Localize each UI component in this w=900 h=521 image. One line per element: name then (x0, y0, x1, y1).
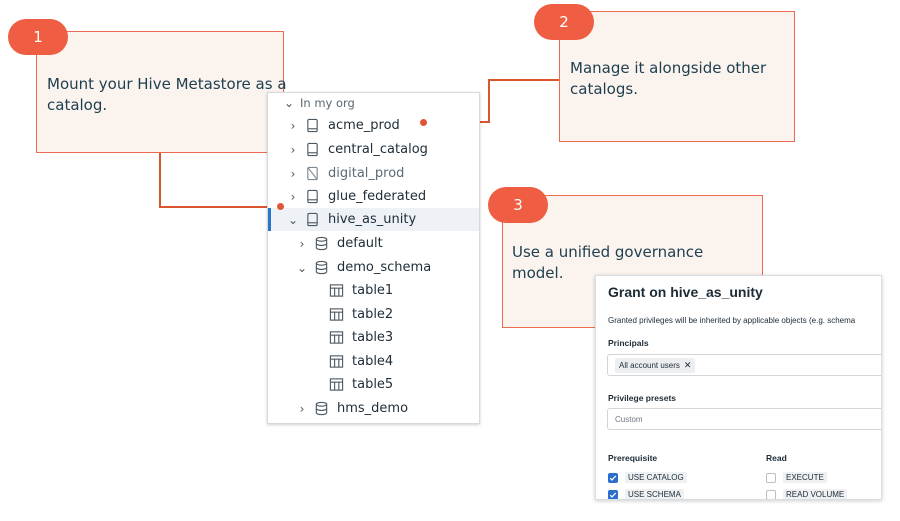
close-icon[interactable]: ✕ (683, 359, 692, 370)
tree-item-label: table4 (352, 354, 394, 369)
connector-2-horizontal-top (489, 79, 560, 81)
tree-item-hive-as-unity[interactable]: ⌄ hive_as_unity (268, 208, 479, 231)
read-label: Read (766, 453, 787, 463)
principals-label: Principals (608, 338, 649, 348)
table-icon (328, 283, 344, 299)
catalog-icon (304, 189, 320, 205)
checkbox-label: EXECUTE (783, 472, 827, 483)
tree-item-label: hive_as_unity (328, 212, 417, 227)
checkbox-label: READ VOLUME (783, 489, 848, 499)
catalog-disabled-icon (304, 166, 320, 182)
checkbox-checked-icon (608, 489, 618, 499)
chevron-right-icon: › (299, 236, 305, 251)
callout-2-box (559, 11, 795, 142)
privilege-presets-select[interactable]: Custom (607, 408, 881, 430)
tree-item-label: table2 (352, 307, 394, 322)
connector-1-dot (277, 203, 284, 210)
callout-3-text: Use a unified governance model. (512, 243, 704, 282)
table-icon (328, 307, 344, 323)
tree-item-label: default (337, 236, 383, 251)
principals-input[interactable]: All account users ✕ (607, 354, 881, 376)
tree-header[interactable]: ⌄ In my org (268, 93, 479, 114)
database-icon (313, 260, 329, 276)
tree-item-label: glue_federated (328, 189, 427, 204)
chevron-right-icon: › (290, 118, 296, 133)
checkbox-label: USE SCHEMA (625, 489, 684, 499)
chevron-right-icon: › (290, 142, 296, 157)
callout-1-box (36, 31, 284, 153)
tree-item-hms-demo[interactable]: › hms_demo (268, 397, 479, 420)
checkbox-unchecked-icon (766, 489, 776, 499)
tree-item-table3[interactable]: table3 (268, 326, 479, 349)
tree-item-central-catalog[interactable]: › central_catalog (268, 138, 479, 161)
principal-chip-label: All account users (619, 360, 680, 370)
checkbox-read-volume[interactable]: READ VOLUME (766, 489, 848, 499)
checkbox-label: USE CATALOG (625, 472, 687, 483)
tree-item-label: digital_prod (328, 166, 405, 181)
tree-item-label: table5 (352, 377, 394, 392)
tree-item-label: central_catalog (328, 142, 428, 157)
grant-dialog-title: Grant on hive_as_unity (608, 284, 763, 300)
callout-1-text: Mount your Hive Metastore as a catalog. (47, 75, 287, 114)
tree-item-table4[interactable]: table4 (268, 350, 479, 373)
tree-item-table1[interactable]: table1 (268, 279, 479, 302)
checkbox-execute[interactable]: EXECUTE (766, 472, 827, 483)
catalog-tree-panel: ⌄ In my org › acme_prod › central_catalo… (267, 92, 480, 424)
checkbox-checked-icon (608, 472, 618, 483)
table-icon (328, 330, 344, 346)
chevron-right-icon: › (290, 189, 296, 204)
chevron-down-icon: ⌄ (296, 260, 308, 275)
checkbox-use-schema[interactable]: USE SCHEMA (608, 489, 684, 499)
grant-dialog: Grant on hive_as_unity Granted privilege… (595, 275, 882, 500)
chevron-right-icon: › (290, 166, 296, 181)
checkbox-use-catalog[interactable]: USE CATALOG (608, 472, 687, 483)
connector-2-vertical (488, 79, 490, 123)
tree-item-table5[interactable]: table5 (268, 373, 479, 396)
callout-1-badge: 1 (8, 19, 68, 55)
database-icon (313, 236, 329, 252)
principal-chip: All account users ✕ (615, 357, 696, 373)
tree-item-label: table3 (352, 330, 394, 345)
tree-item-table2[interactable]: table2 (268, 303, 479, 326)
tree-item-acme-prod[interactable]: › acme_prod (268, 114, 479, 137)
catalog-icon (304, 118, 320, 134)
tree-item-label: hms_demo (337, 401, 409, 416)
table-icon (328, 377, 344, 393)
connector-2-dot (420, 119, 427, 126)
database-icon (313, 401, 329, 417)
connector-1-horizontal (159, 206, 281, 208)
tree-item-label: demo_schema (337, 260, 432, 275)
checkbox-unchecked-icon (766, 472, 776, 483)
tree-item-label: acme_prod (328, 118, 400, 133)
table-icon (328, 354, 344, 370)
catalog-icon (304, 212, 320, 228)
tree-item-digital-prod[interactable]: › digital_prod (268, 162, 479, 185)
grant-dialog-description: Granted privileges will be inherited by … (608, 316, 856, 325)
tree-item-glue-federated[interactable]: › glue_federated (268, 185, 479, 208)
tree-header-label: In my org (300, 95, 355, 110)
callout-3-badge: 3 (488, 187, 548, 223)
tree-item-demo-schema[interactable]: ⌄ demo_schema (268, 256, 479, 279)
chevron-down-icon: ⌄ (287, 212, 299, 227)
tree-item-label: table1 (352, 283, 394, 298)
callout-2-text: Manage it alongside other catalogs. (570, 59, 767, 98)
callout-2-badge: 2 (534, 4, 594, 40)
chevron-down-icon: ⌄ (283, 95, 295, 110)
prerequisite-label: Prerequisite (608, 453, 658, 463)
privilege-presets-label: Privilege presets (608, 393, 677, 403)
chevron-right-icon: › (299, 401, 305, 416)
tree-item-default[interactable]: › default (268, 232, 479, 255)
catalog-icon (304, 142, 320, 158)
connector-1-vertical (159, 152, 161, 207)
